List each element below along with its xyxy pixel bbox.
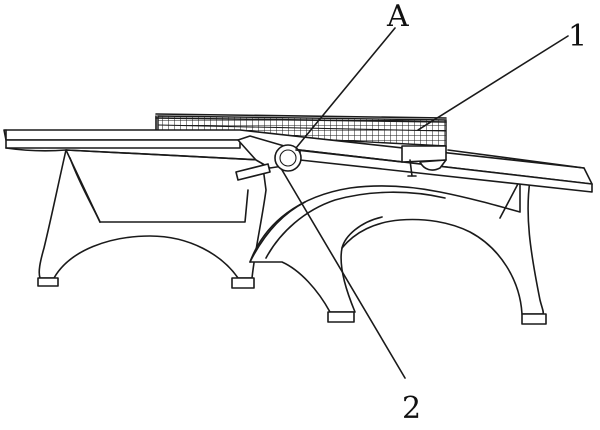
left-arch-leg bbox=[38, 149, 267, 279]
leader-lines bbox=[281, 27, 569, 379]
leader-line-1 bbox=[417, 35, 569, 131]
net-post-bracket bbox=[401, 145, 447, 177]
right-arch-leg bbox=[249, 179, 545, 315]
tabletop bbox=[3, 129, 593, 193]
label-a: A bbox=[386, 0, 409, 34]
leader-line-2 bbox=[281, 169, 406, 379]
left-leg-feet bbox=[37, 277, 255, 289]
right-leg-feet bbox=[327, 311, 547, 325]
adjustment-rod bbox=[235, 135, 403, 181]
label-1: 1 bbox=[568, 19, 587, 54]
leader-line-a bbox=[295, 27, 396, 149]
label-2: 2 bbox=[402, 391, 421, 426]
net bbox=[155, 113, 447, 147]
